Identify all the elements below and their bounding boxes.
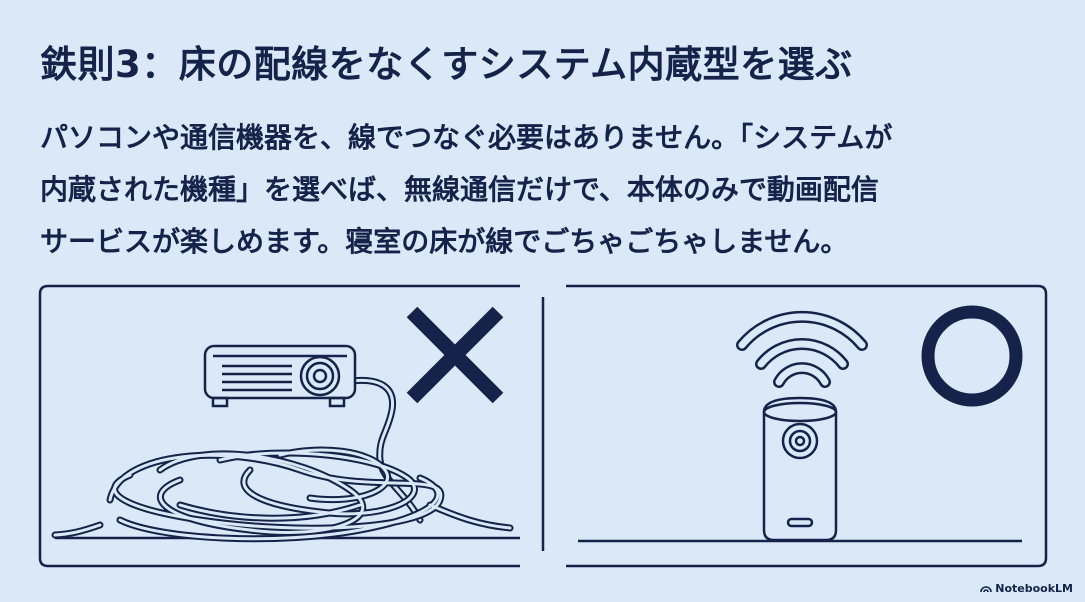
bad-panel-frame xyxy=(38,284,520,568)
good-panel xyxy=(566,284,1048,568)
cylinder-projector-icon xyxy=(762,396,838,542)
bad-panel xyxy=(38,284,520,568)
description-text: パソコンや通信機器を、線でつなぐ必要はありません。「システムが 内蔵された機種」… xyxy=(40,112,1050,268)
description-line-1: パソコンや通信機器を、線でつなぐ必要はありません。「システムが xyxy=(40,121,893,154)
notebooklm-logo-icon xyxy=(980,586,993,593)
page-title: 鉄則3：床の配線をなくすシステム内蔵型を選ぶ xyxy=(40,43,853,86)
brand-name: NotebookLM xyxy=(995,582,1073,595)
wifi-icon xyxy=(736,310,868,388)
good-panel-frame xyxy=(566,284,1048,568)
brand-watermark: NotebookLM xyxy=(980,582,1073,595)
circle-mark-icon xyxy=(921,305,1023,407)
tangled-cable-icon xyxy=(51,376,514,543)
description-line-2: 内蔵された機種」を選べば、無線通信だけで、本体のみで動画配信 xyxy=(40,173,879,206)
cross-mark-icon xyxy=(406,306,504,404)
projector-icon xyxy=(203,344,357,408)
description-line-3: サービスが楽しめます。寝室の床が線でごちゃごちゃしません。 xyxy=(40,225,849,258)
